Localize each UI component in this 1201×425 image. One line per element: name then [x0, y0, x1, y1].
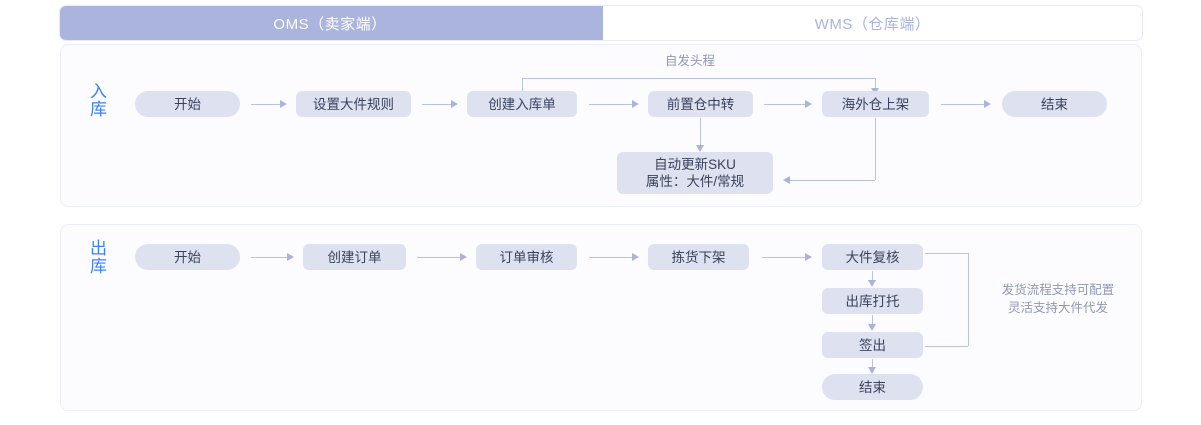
outbound-arrow-palletize-to-signout-head	[868, 324, 876, 331]
outbound-arrow-create-to-audit	[417, 253, 467, 261]
inbound-lane-label: 入库	[87, 82, 106, 118]
outbound-arrow-start-to-create	[251, 253, 294, 261]
outbound-bracket-top	[925, 253, 968, 254]
outbound-node-signout[interactable]: 签出	[822, 332, 923, 358]
inbound-node-start[interactable]: 开始	[135, 91, 240, 117]
inbound-branch-drop	[875, 78, 876, 89]
inbound-arrow-forward-to-sku-head	[696, 145, 704, 152]
outbound-node-palletize[interactable]: 出库打托	[822, 288, 923, 314]
outbound-arrow-pick-to-recheck	[762, 253, 812, 261]
outbound-arrow-recheck-to-palletize-head	[868, 280, 876, 287]
outbound-arrow-audit-to-pick	[589, 253, 639, 261]
inbound-arrow-overseas-to-sku-span	[790, 180, 875, 181]
outbound-arrow-signout-to-end-line	[872, 359, 873, 368]
inbound-node-create-inbound-order[interactable]: 创建入库单	[467, 91, 577, 117]
lane-header-oms: OMS（卖家端）	[60, 6, 600, 40]
outbound-bracket-bottom	[925, 346, 968, 347]
outbound-bracket-stem	[968, 253, 969, 346]
outbound-flow-card	[60, 224, 1142, 411]
outbound-node-end[interactable]: 结束	[822, 374, 923, 400]
inbound-arrow-rule-to-create	[422, 100, 458, 108]
inbound-arrow-overseas-to-end	[941, 100, 991, 108]
inbound-branch-span	[522, 78, 875, 79]
inbound-branch-label: 自发头程	[664, 54, 715, 68]
inbound-arrow-forward-to-sku-line	[700, 118, 701, 146]
inbound-node-end[interactable]: 结束	[1002, 91, 1107, 117]
outbound-arrow-signout-to-end-head	[868, 367, 876, 374]
outbound-annotation-text: 发货流程支持可配置 灵活支持大件代发	[1001, 283, 1115, 315]
outbound-arrow-palletize-to-signout-line	[872, 315, 873, 325]
outbound-node-create-order[interactable]: 创建订单	[303, 244, 406, 270]
inbound-node-auto-update-sku[interactable]: 自动更新SKU 属性：大件/常规	[617, 152, 773, 194]
outbound-lane-label: 出库	[87, 239, 106, 275]
inbound-arrow-create-to-forward	[589, 100, 639, 108]
inbound-arrow-overseas-to-sku-head	[783, 176, 790, 184]
inbound-arrow-overseas-to-sku-riser	[875, 118, 876, 180]
outbound-node-pick-and-unshelve[interactable]: 拣货下架	[648, 244, 749, 270]
inbound-node-set-bulky-rule[interactable]: 设置大件规则	[296, 91, 411, 117]
lane-header-band: OMS（卖家端） WMS（仓库端）	[60, 6, 1142, 40]
outbound-node-start[interactable]: 开始	[135, 244, 240, 270]
inbound-node-forward-warehouse-transit[interactable]: 前置仓中转	[648, 91, 753, 117]
outbound-node-bulky-recheck[interactable]: 大件复核	[822, 244, 923, 270]
inbound-branch-riser	[522, 78, 523, 95]
inbound-arrow-forward-to-overseas	[764, 100, 812, 108]
inbound-flow-card	[60, 44, 1142, 207]
outbound-node-order-audit[interactable]: 订单审核	[476, 244, 577, 270]
lane-header-wms: WMS（仓库端）	[600, 6, 1142, 40]
inbound-node-overseas-warehouse-shelving[interactable]: 海外仓上架	[822, 91, 929, 117]
inbound-arrow-start-to-rule	[251, 100, 287, 108]
outbound-arrow-recheck-to-palletize-line	[872, 271, 873, 281]
